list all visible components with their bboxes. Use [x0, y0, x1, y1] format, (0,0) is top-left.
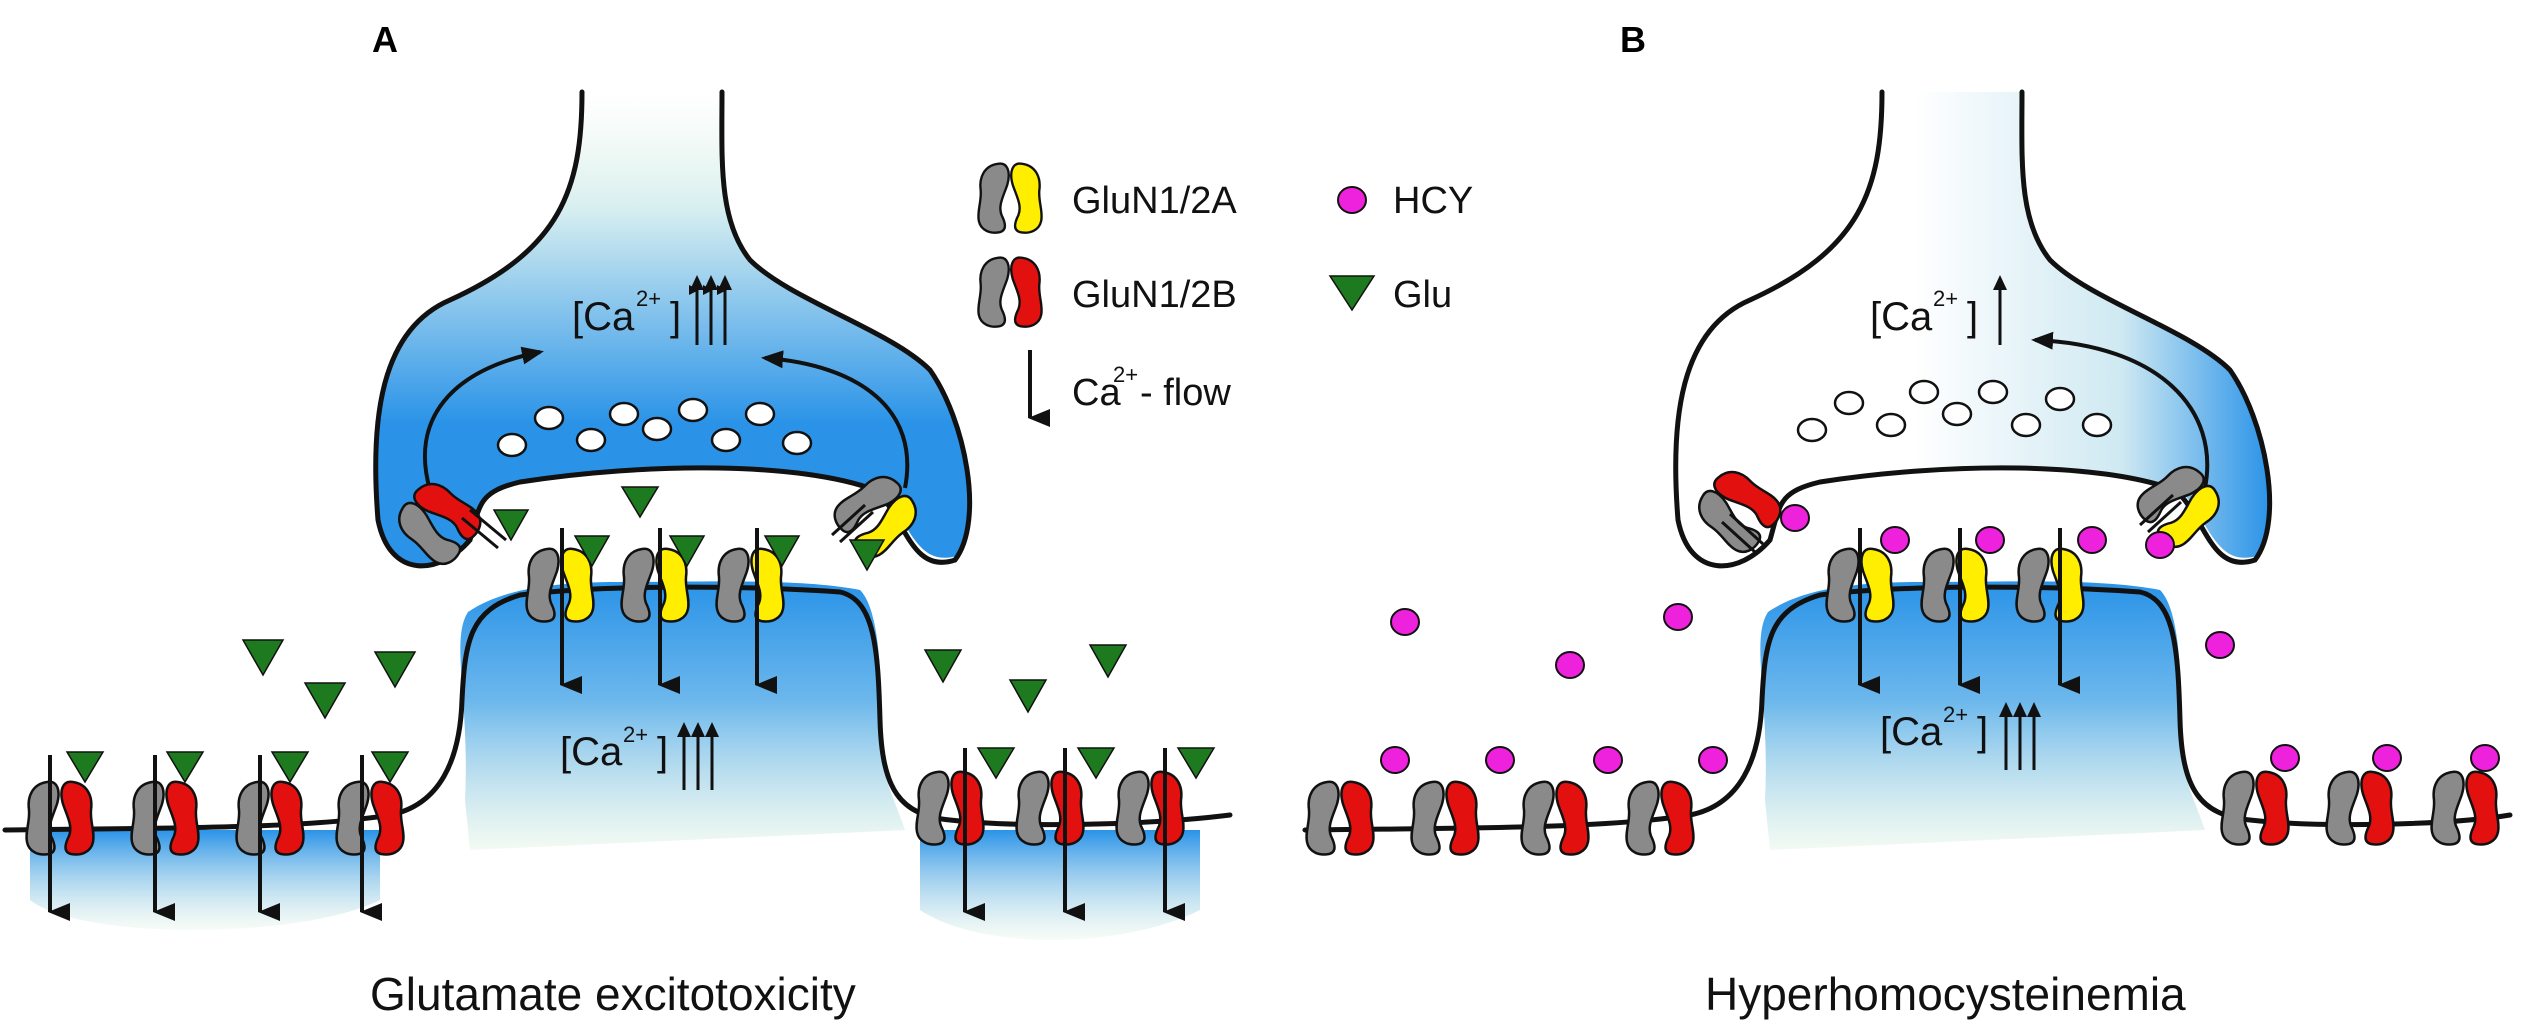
legend-ca-flow-label: Ca 2+ - flow: [1072, 362, 1231, 414]
svg-text:[Ca: [Ca: [560, 730, 623, 774]
extrasynaptic-receptors-a-right: [915, 748, 1185, 921]
svg-text:]: ]: [1977, 710, 1988, 754]
svg-text:[Ca: [Ca: [572, 295, 635, 339]
legend-glu-label: Glu: [1393, 274, 1452, 316]
legend-hcy-label: HCY: [1393, 180, 1473, 222]
legend-glun1-2b-label: GluN1/2B: [1072, 274, 1237, 316]
glun1-2a-icon: [977, 162, 1043, 234]
svg-text:2+: 2+: [1943, 702, 1968, 727]
glun1-2b-icon: [977, 256, 1043, 328]
presynaptic-terminal-a: [Ca 2+ ]: [373, 89, 973, 572]
svg-text:]: ]: [1967, 295, 1978, 339]
panel-b-letter: B: [1620, 19, 1646, 60]
glutamate-molecules-a: [65, 486, 1216, 784]
caption-a: Glutamate excitotoxicity: [370, 968, 856, 1020]
legend-glun1-2a-label: GluN1/2A: [1072, 180, 1237, 222]
calcium-circulation-arrow-b: [2031, 331, 2210, 489]
caption-b: Hyperhomocysteinemia: [1705, 968, 2186, 1020]
postsynaptic-receptors-a: [525, 528, 785, 694]
legend: GluN1/2A GluN1/2B Ca 2+ - flow HCY Glu: [977, 162, 1473, 427]
extrasynaptic-receptors-b-right: [2220, 770, 2500, 846]
postsynaptic-spine-a: [2, 581, 1233, 940]
svg-text:[Ca: [Ca: [1870, 295, 1933, 339]
svg-text:2+: 2+: [623, 722, 648, 747]
svg-text:[Ca: [Ca: [1880, 710, 1943, 754]
svg-text:Ca: Ca: [1072, 372, 1121, 414]
svg-text:2+: 2+: [1113, 362, 1138, 387]
calcium-circulation-arrow-right: [761, 350, 910, 489]
svg-text:]: ]: [670, 295, 681, 339]
svg-text:- flow: - flow: [1140, 372, 1231, 414]
extrasynaptic-receptors-a-left: [25, 755, 405, 921]
svg-text:2+: 2+: [1933, 286, 1958, 311]
synaptic-vesicles: [496, 397, 813, 458]
presynaptic-calcium-label-b: [Ca 2+ ]: [1870, 275, 2007, 345]
panel-a-letter: A: [372, 19, 398, 60]
presynaptic-calcium-label-a: [Ca 2+ ]: [572, 275, 732, 345]
svg-text:2+: 2+: [636, 286, 661, 311]
extrasynaptic-receptors-b-left: [1305, 780, 1695, 856]
postsynaptic-calcium-label-b: [Ca 2+ ]: [1880, 702, 2041, 770]
synaptic-vesicles-b: [1796, 379, 2113, 443]
calcium-circulation-arrow-left: [423, 346, 544, 491]
svg-text:]: ]: [657, 730, 668, 774]
hcy-icon: [1337, 186, 1367, 214]
postsynaptic-calcium-label-a: [Ca 2+ ]: [560, 722, 719, 790]
postsynaptic-receptors-b: [1825, 528, 2085, 694]
glu-icon: [1328, 275, 1376, 312]
homocysteine-molecules-b: [1380, 504, 2500, 774]
presynaptic-terminal-b: [Ca 2+ ]: [1673, 89, 2273, 569]
